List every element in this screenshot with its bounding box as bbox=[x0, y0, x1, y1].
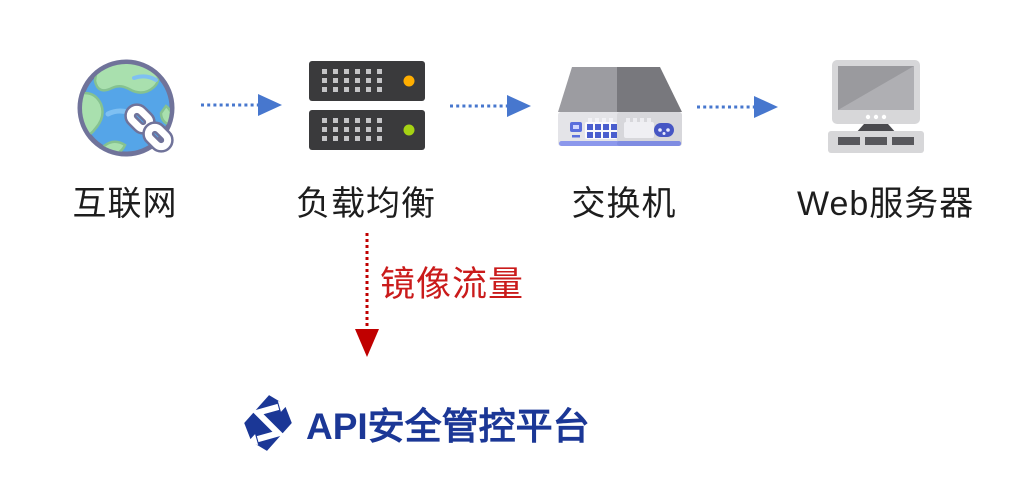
dotted-arrow-down-icon bbox=[355, 233, 379, 357]
dotted-arrow-right-icon bbox=[201, 94, 282, 116]
server-unit-top bbox=[309, 61, 425, 101]
dotted-arrow-right-icon bbox=[697, 96, 778, 118]
globe-link-icon bbox=[77, 59, 175, 157]
desktop-computer-icon bbox=[828, 60, 924, 153]
power-socket-icon bbox=[654, 123, 674, 137]
dotted-arrow-right-icon bbox=[450, 95, 531, 117]
server-unit-bottom bbox=[309, 110, 425, 150]
status-led-orange bbox=[403, 75, 415, 87]
server-stack-icon bbox=[309, 61, 425, 150]
node-label-load-balancer: 负载均衡 bbox=[296, 185, 436, 223]
node-label-web-server: Web服务器 bbox=[797, 185, 975, 223]
network-switch-icon bbox=[558, 67, 682, 146]
console-port-icon bbox=[570, 122, 582, 138]
platform-brand: API安全管控平台 bbox=[244, 392, 590, 454]
node-label-switch: 交换机 bbox=[571, 185, 677, 223]
platform-name: API安全管控平台 bbox=[306, 406, 590, 447]
mirror-traffic-label: 镜像流量 bbox=[380, 265, 525, 304]
s-diamond-logo bbox=[244, 395, 292, 451]
ethernet-ports bbox=[587, 124, 617, 138]
status-led-green bbox=[403, 124, 415, 136]
node-label-internet: 互联网 bbox=[72, 185, 178, 223]
